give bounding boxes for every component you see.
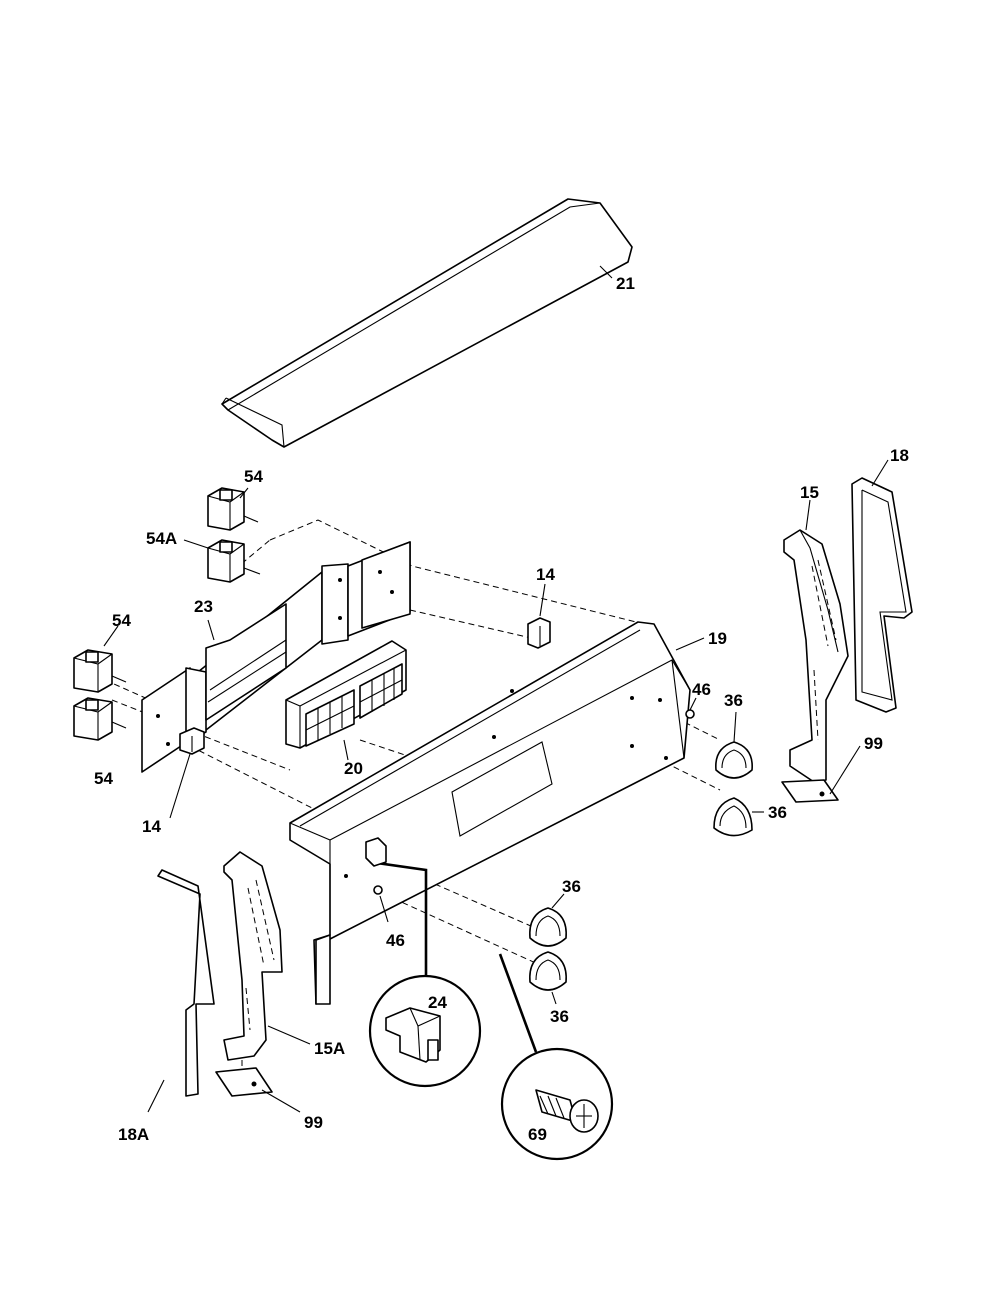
callout-69: 69 bbox=[528, 1125, 547, 1144]
callout-54a: 54A bbox=[146, 529, 177, 548]
part-36-knob-right-top bbox=[715, 711, 753, 779]
part-46-screw-right bbox=[685, 697, 697, 719]
part-23-bracket bbox=[141, 541, 411, 773]
part-69-screw-detail bbox=[498, 953, 614, 1161]
keypad-grid bbox=[305, 663, 403, 747]
callout-20: 20 bbox=[344, 759, 363, 778]
callout-18: 18 bbox=[890, 446, 909, 465]
part-15-side-bracket-right bbox=[783, 499, 849, 783]
callout-18a: 18A bbox=[118, 1125, 149, 1144]
part-36-knob-mid-bottom bbox=[529, 951, 567, 1005]
callout-15a: 15A bbox=[314, 1039, 345, 1058]
part-15a-side-bracket-left bbox=[223, 851, 311, 1061]
callout-36-mid-top: 36 bbox=[562, 877, 581, 896]
callout-36-mid-bottom: 36 bbox=[550, 1007, 569, 1026]
part-99-plate-right bbox=[781, 745, 861, 803]
callout-19: 19 bbox=[708, 629, 727, 648]
part-54a-valve bbox=[183, 539, 261, 583]
callout-24: 24 bbox=[428, 993, 447, 1012]
callout-36-right-top: 36 bbox=[724, 691, 743, 710]
part-14-clip-left bbox=[169, 727, 205, 819]
part-36-knob-mid-top bbox=[529, 893, 567, 947]
callout-99-right: 99 bbox=[864, 734, 883, 753]
part-21-top-trim bbox=[221, 198, 633, 448]
part-36-knob-right-bottom bbox=[713, 797, 764, 837]
callout-36-right-bottom: 36 bbox=[768, 803, 787, 822]
callout-46-right: 46 bbox=[692, 680, 711, 699]
callout-21: 21 bbox=[616, 274, 635, 293]
part-54-valve-bottom bbox=[73, 697, 127, 741]
part-20-electronic-control bbox=[285, 640, 407, 761]
callout-labels: 21 18 15 54 54A 14 23 54 19 46 36 99 54 … bbox=[94, 274, 909, 1144]
part-18-side-trim-right bbox=[851, 459, 913, 713]
part-14-clip-top bbox=[527, 583, 551, 649]
callout-54-top: 54 bbox=[244, 467, 263, 486]
part-46-screw-left bbox=[373, 885, 389, 923]
callout-14-left: 14 bbox=[142, 817, 161, 836]
part-24-switch-detail bbox=[365, 837, 482, 1088]
callout-15: 15 bbox=[800, 483, 819, 502]
callout-23: 23 bbox=[194, 597, 213, 616]
callout-46-left: 46 bbox=[386, 931, 405, 950]
callout-54-bottom: 54 bbox=[94, 769, 113, 788]
part-18a-side-trim-left bbox=[147, 869, 215, 1113]
callout-14-top: 14 bbox=[536, 565, 555, 584]
part-54-valve-top bbox=[207, 487, 259, 531]
callout-99-left: 99 bbox=[304, 1113, 323, 1132]
part-19-control-panel bbox=[289, 621, 705, 1005]
callout-54-mid: 54 bbox=[112, 611, 131, 630]
part-54-valve-mid bbox=[73, 625, 127, 693]
part-99-plate-left bbox=[215, 1067, 301, 1113]
